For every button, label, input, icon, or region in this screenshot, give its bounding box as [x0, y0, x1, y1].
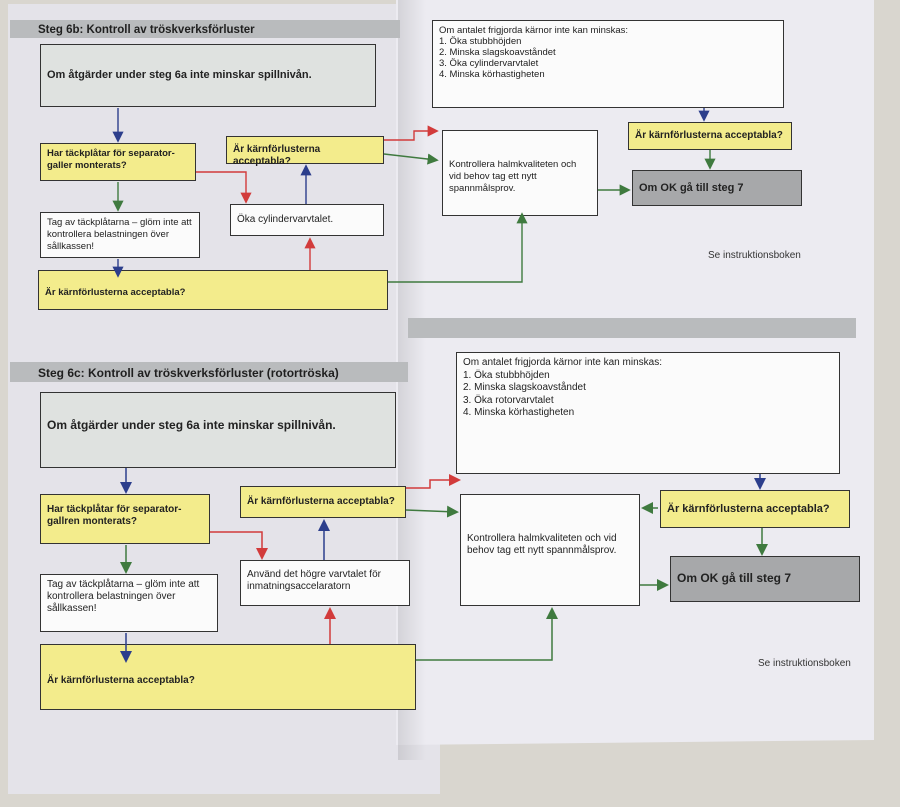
reduce-step-6b-3: 3. Öka cylindervarvtalet [439, 58, 539, 69]
reduce-box-6c: Om antalet frigjorda kärnor inte kan min… [456, 352, 840, 474]
section-band-6c [10, 362, 408, 382]
section-title-6c: Steg 6c: Kontroll av tröskverksförluster… [38, 366, 339, 380]
reduce-step-6c-1: 1. Öka stubbhöjden [463, 369, 550, 381]
arrow-top-no-to-reduce-6b [384, 125, 439, 141]
reduce-step-6c-4: 4. Minska körhastigheten [463, 407, 575, 418]
question-accept-top-6c: Är kärnförlusterna acceptabla? [240, 486, 406, 518]
see-manual-6b: Se instruktionsboken [708, 250, 801, 261]
reduce-step-6b-2: 2. Minska slagskoavståndet [439, 47, 556, 58]
reduce-box-6b: Om antalet frigjorda kärnor inte kan min… [432, 20, 784, 108]
start-box-6b: Om åtgärder under steg 6a inte minskar s… [40, 44, 376, 107]
arrow-bottom-yes-6b [388, 212, 528, 283]
reduce-step-6c-2: 2. Minska slagskoavståndet [463, 382, 586, 393]
action-increase-6c: Använd det högre varvtalet för inmatning… [240, 560, 410, 606]
action-increase-6b: Öka cylindervarvtalet. [230, 204, 384, 236]
section-band-6b [10, 20, 400, 38]
arrow-plates-no-6b [196, 171, 252, 204]
question-plates-6b: Har täckplåtar för separator-galler mont… [40, 143, 196, 181]
question-plates-6c: Har täckplåtar för separator-gallren mon… [40, 494, 210, 544]
section-band-6c-right [408, 318, 856, 338]
arrow-top-yes-6b [383, 153, 439, 165]
reduce-title-6b: Om antalet frigjorda kärnor inte kan min… [439, 25, 629, 36]
reduce-step-6b-4: 4. Minska körhastigheten [439, 69, 545, 80]
question-accept-right-6c: Är kärnförlusterna acceptabla? [660, 490, 850, 528]
action-tag-plates-6c: Tag av täckplåtarna – glöm inte att kont… [40, 574, 218, 632]
question-accept-bottom-6b: Är kärnförlusterna acceptabla? [38, 270, 388, 310]
arrow-top-yes-6c [405, 505, 459, 518]
arrow-top-no-to-reduce-6c [406, 474, 461, 489]
question-accept-bottom-6c: Är kärnförlusterna acceptabla? [40, 644, 416, 710]
question-accept-top-6b: Är kärnförlusterna acceptabla? [226, 136, 384, 167]
reduce-step-6b-1: 1. Öka stubbhöjden [439, 36, 522, 47]
section-title-6b: Steg 6b: Kontroll av tröskverksförluster [38, 24, 255, 36]
check-straw-6c: Kontrollera halmkvaliteten och vid behov… [460, 494, 640, 606]
reduce-step-6c-3: 3. Öka rotorvarvtalet [463, 394, 554, 406]
ok-step7-6b: Om OK gå till steg 7 [632, 170, 802, 206]
question-accept-right-6b: Är kärnförlusterna acceptabla? [628, 122, 792, 150]
arrow-plates-no-6c [210, 531, 268, 560]
arrow-bottom-yes-6c [416, 607, 558, 661]
start-box-6c: Om åtgärder under steg 6a inte minskar s… [40, 392, 396, 468]
action-tag-plates-6b: Tag av täckplåtarna – glöm inte att kont… [40, 212, 200, 258]
see-manual-6c: Se instruktionsboken [758, 658, 851, 669]
ok-step7-6c: Om OK gå till steg 7 [670, 556, 860, 602]
reduce-title-6c: Om antalet frigjorda kärnor inte kan min… [463, 357, 662, 368]
check-straw-6b: Kontrollera halmkvaliteten och vid behov… [442, 130, 598, 216]
